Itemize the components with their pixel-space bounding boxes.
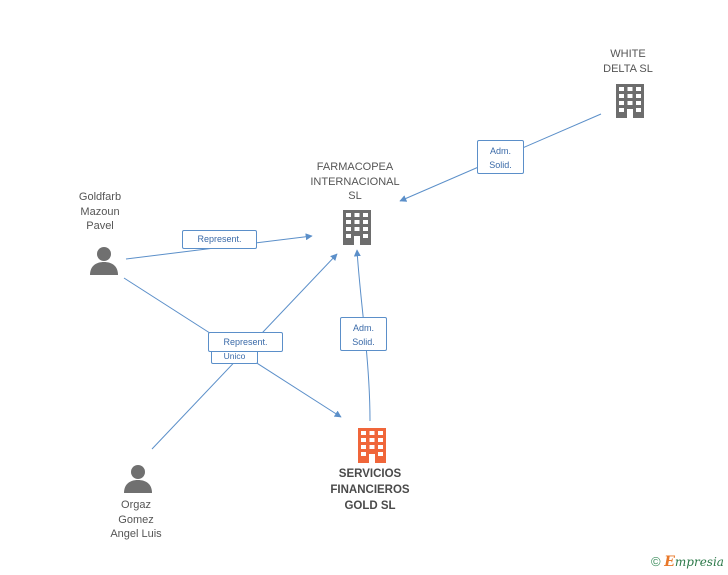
node-label-goldfarb[interactable]: Goldfarb Mazoun Pavel [60,190,140,234]
node-label-line: WHITE [610,48,646,60]
node-label-line: FARMACOPEA [316,161,394,173]
node-label-line: FINANCIEROS [330,484,410,496]
company-building-icon[interactable] [615,84,645,118]
main-company-building-icon[interactable] [357,428,387,463]
relation-label-adm-solid[interactable]: Adm. Solid. [477,140,524,174]
node-label-line: GOLD SL [344,500,396,512]
node-label-line: DELTA SL [603,62,653,75]
node-label-line: SL [348,190,362,202]
footer-brand: © Empresia [651,554,724,570]
relation-label-line: Represent. [223,337,268,347]
node-label-line: Goldfarb [78,191,122,203]
person-icon[interactable] [89,246,119,275]
person-icon[interactable] [123,464,153,493]
node-label-line: Orgaz [121,499,151,511]
relation-label-line: Unico [223,351,246,361]
company-building-icon[interactable] [342,210,372,245]
node-label-line: Pavel [86,220,114,232]
relation-label-represent[interactable]: Represent. [208,332,283,352]
relation-label-adm-solid[interactable]: Adm. Solid. [340,317,387,351]
relation-label-line: Adm. [352,323,374,333]
node-label-line: SERVICIOS [338,468,402,480]
relation-label-line: Solid. [489,160,512,170]
node-label-servicios[interactable]: SERVICIOS FINANCIEROS GOLD SL [314,466,426,514]
node-label-line: INTERNACIONAL [310,175,400,188]
copyright-icon: © [651,554,661,569]
node-label-orgaz[interactable]: Orgaz Gomez Angel Luis [94,498,178,542]
brand-logo: Empresia [664,554,724,570]
relation-label-line: Represent. [197,234,242,244]
node-label-line: Angel Luis [110,528,162,540]
relation-label-represent[interactable]: Represent. [182,230,257,249]
node-label-farmacopea[interactable]: FARMACOPEA INTERNACIONAL SL [300,160,410,204]
relation-label-line: Solid. [352,337,375,347]
node-label-line: Gomez [118,513,154,526]
node-label-line: Mazoun [80,205,120,218]
node-label-white-delta[interactable]: WHITE DELTA SL [586,47,670,76]
relation-label-line: Adm. [489,146,511,156]
